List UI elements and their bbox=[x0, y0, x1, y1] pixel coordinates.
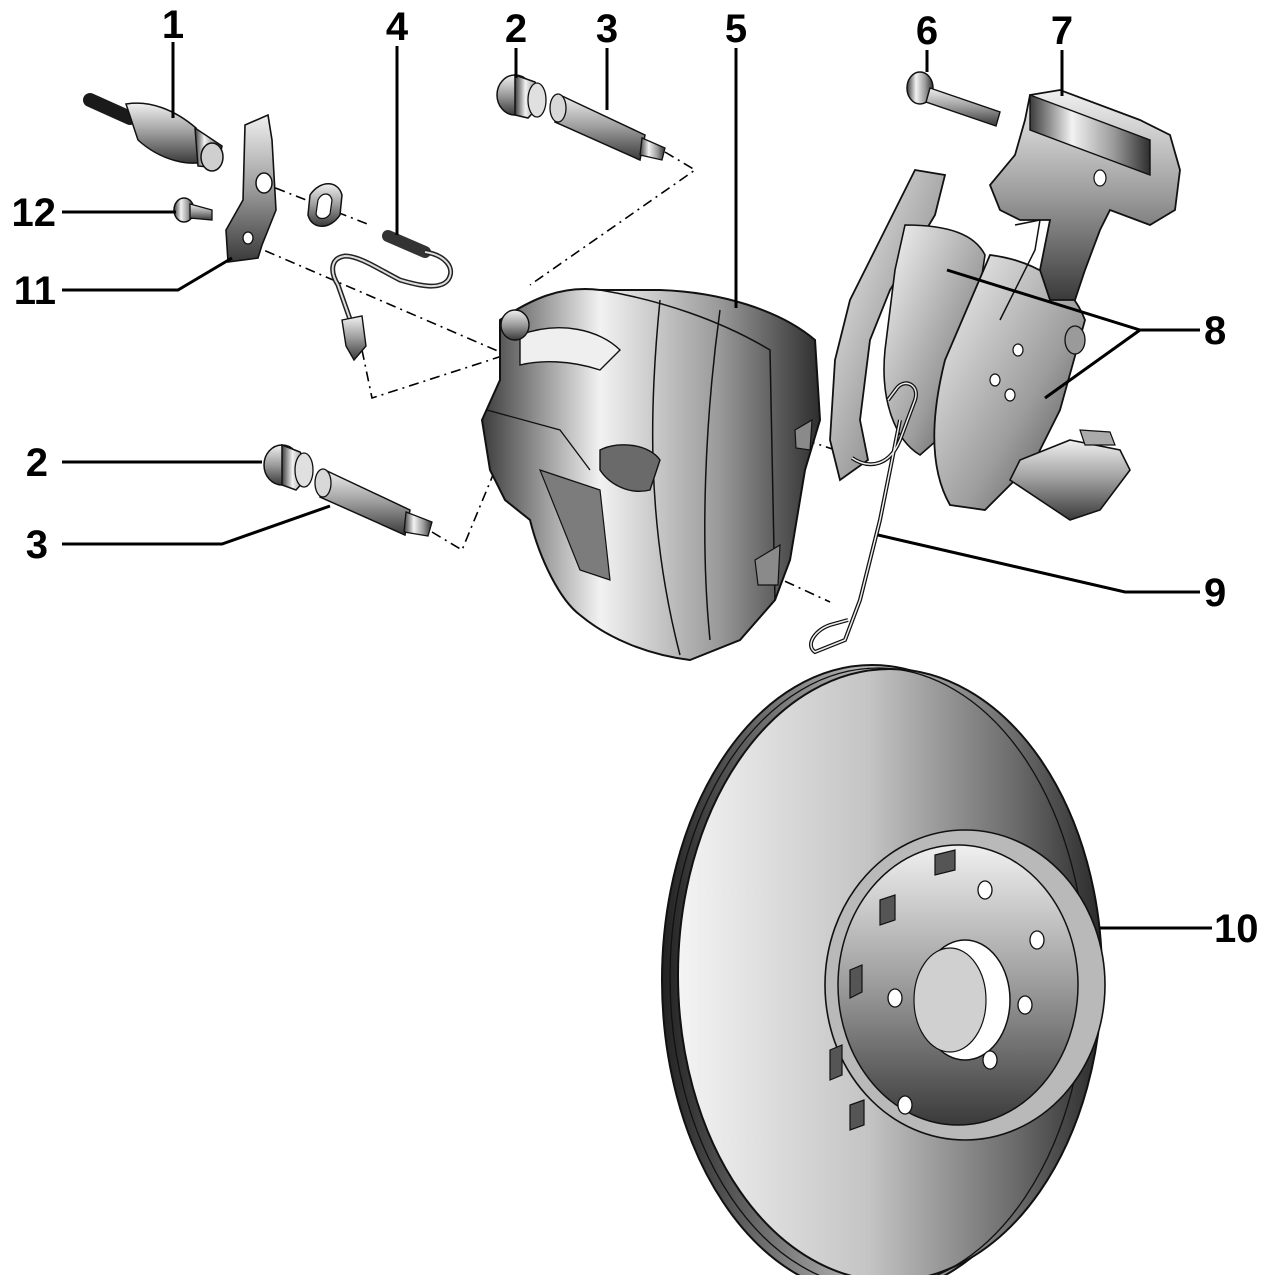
callout-4: 4 bbox=[386, 5, 409, 49]
callout-8: 8 bbox=[1204, 309, 1226, 353]
caliper-body bbox=[480, 288, 822, 662]
spring-clip bbox=[809, 381, 918, 655]
callout-labels: 1 2 3 4 5 6 7 12 11 8 2 3 9 10 bbox=[12, 3, 1259, 951]
callout-2-top: 2 bbox=[505, 7, 527, 51]
brake-hose bbox=[83, 93, 224, 172]
guide-pin-boot-top bbox=[496, 73, 547, 119]
callout-10: 10 bbox=[1214, 907, 1259, 951]
callout-12: 12 bbox=[12, 191, 57, 235]
disc-bolt-holes bbox=[887, 880, 1045, 1115]
carrier-bolt bbox=[906, 71, 1001, 127]
brake-disc bbox=[661, 664, 1106, 1280]
bracket-bolt bbox=[173, 197, 213, 223]
leader-lines bbox=[62, 42, 1212, 930]
disc-vent-slots bbox=[829, 849, 956, 1131]
callout-9: 9 bbox=[1204, 571, 1226, 615]
brake-pads bbox=[829, 169, 1086, 511]
callout-3-bottom: 3 bbox=[26, 523, 48, 567]
callout-1: 1 bbox=[162, 3, 184, 47]
callout-2-bottom: 2 bbox=[26, 441, 48, 485]
guide-pin-top bbox=[549, 93, 666, 162]
caliper-carrier bbox=[988, 89, 1181, 521]
guide-pin-bottom bbox=[314, 468, 433, 537]
wear-sensor bbox=[330, 230, 454, 362]
callout-7: 7 bbox=[1051, 9, 1073, 53]
retaining-clip bbox=[307, 183, 343, 227]
callout-6: 6 bbox=[916, 9, 938, 53]
guide-pin-boot-bottom bbox=[263, 443, 314, 491]
callout-11: 11 bbox=[14, 269, 56, 313]
hose-bracket bbox=[225, 113, 277, 263]
callout-3-top: 3 bbox=[596, 7, 618, 51]
callout-5: 5 bbox=[725, 7, 747, 51]
